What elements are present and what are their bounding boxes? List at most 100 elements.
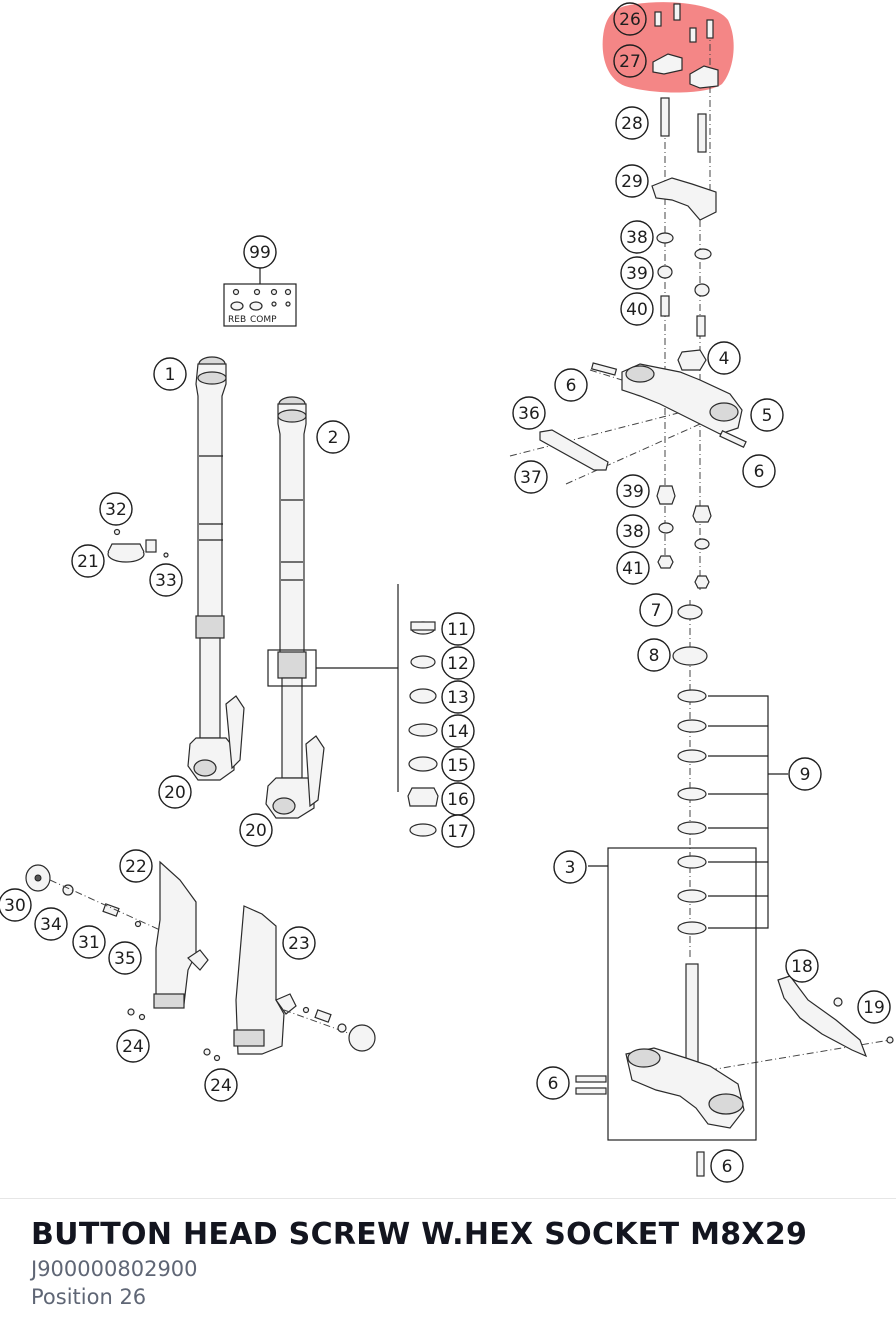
callout-label: 6 [754, 462, 765, 482]
callout-label: 31 [78, 933, 100, 953]
callout-label: 39 [622, 482, 644, 502]
plate-36[interactable] [539, 429, 609, 471]
fork-guard-22[interactable] [155, 860, 197, 1005]
callout-label: 40 [626, 300, 648, 320]
clamp-27-right[interactable] [689, 65, 719, 89]
callout-9[interactable]: 9 [788, 757, 822, 791]
callout-14[interactable]: 14 [441, 714, 475, 748]
callout-circle [785, 949, 819, 983]
callout-label: 23 [288, 934, 310, 954]
callout-circle [282, 926, 316, 960]
screw-26-group[interactable] [654, 3, 714, 43]
callout-34[interactable]: 34 [34, 907, 68, 941]
callout-layer: 26 27 28 29 38 39 40 4 6 5 36 6 37 39 38 41 7 8 9 3 18 19 6 6 99… [0, 2, 891, 1183]
steering-stem[interactable] [685, 963, 699, 1065]
callout-circle [620, 292, 654, 326]
callout-22[interactable]: 22 [119, 849, 153, 883]
callout-circle [553, 850, 587, 884]
steering-assembly [509, 3, 894, 1177]
callout-6b[interactable]: 6 [742, 454, 776, 488]
callout-38a[interactable]: 38 [620, 220, 654, 254]
callout-circle [514, 460, 548, 494]
callout-label: 16 [447, 790, 469, 810]
fork-leg-1[interactable] [187, 356, 245, 781]
callout-19[interactable]: 19 [857, 990, 891, 1024]
callout-3[interactable]: 3 [553, 850, 587, 884]
callout-circle [710, 1149, 744, 1183]
callout-15[interactable]: 15 [441, 748, 475, 782]
callout-label: 18 [791, 957, 813, 977]
callout-label: 20 [164, 783, 186, 803]
callout-39a[interactable]: 39 [620, 256, 654, 290]
callout-24b[interactable]: 24 [204, 1068, 238, 1102]
callout-circle [239, 813, 273, 847]
callout-circle [613, 2, 647, 36]
callout-4[interactable]: 4 [707, 341, 741, 375]
callout-circle [34, 907, 68, 941]
callout-12[interactable]: 12 [441, 646, 475, 680]
bracket-18[interactable] [777, 975, 868, 1058]
callout-28[interactable]: 28 [615, 106, 649, 140]
callout-24a[interactable]: 24 [116, 1029, 150, 1063]
callout-11[interactable]: 11 [441, 612, 475, 646]
callout-23[interactable]: 23 [282, 926, 316, 960]
callout-circle [857, 990, 891, 1024]
callout-16[interactable]: 16 [441, 782, 475, 816]
callout-39b[interactable]: 39 [616, 474, 650, 508]
callout-27[interactable]: 27 [613, 44, 647, 78]
callout-31[interactable]: 31 [72, 925, 106, 959]
callout-label: 13 [447, 688, 469, 708]
callout-35[interactable]: 35 [108, 941, 142, 975]
callout-8[interactable]: 8 [637, 638, 671, 672]
callout-label: 21 [77, 552, 99, 572]
callout-33[interactable]: 33 [149, 563, 183, 597]
callout-20a[interactable]: 20 [158, 775, 192, 809]
callout-label: 30 [4, 896, 26, 916]
callout-label: 3 [565, 858, 576, 878]
callout-40[interactable]: 40 [620, 292, 654, 326]
callout-18[interactable]: 18 [785, 949, 819, 983]
callout-circle [616, 474, 650, 508]
callout-13[interactable]: 13 [441, 680, 475, 714]
callout-label: 35 [114, 949, 136, 969]
callout-32[interactable]: 32 [99, 492, 133, 526]
callout-1[interactable]: 1 [153, 357, 187, 391]
callout-17[interactable]: 17 [441, 814, 475, 848]
callout-20b[interactable]: 20 [239, 813, 273, 847]
callout-37[interactable]: 37 [514, 460, 548, 494]
fork-guard-23[interactable] [235, 905, 285, 1055]
callout-label: 6 [548, 1074, 559, 1094]
callout-6c[interactable]: 6 [536, 1066, 570, 1100]
callout-29[interactable]: 29 [615, 164, 649, 198]
callout-38b[interactable]: 38 [616, 514, 650, 548]
callout-5[interactable]: 5 [750, 398, 784, 432]
callout-36[interactable]: 36 [512, 396, 546, 430]
clamp-27-left[interactable] [652, 53, 683, 75]
handlebar-clamp-29[interactable] [651, 177, 717, 221]
callout-41[interactable]: 41 [616, 551, 650, 585]
callout-circle [639, 593, 673, 627]
callout-2[interactable]: 2 [316, 420, 350, 454]
callout-label: 38 [626, 228, 648, 248]
callout-label: 36 [518, 404, 540, 424]
callout-21[interactable]: 21 [71, 544, 105, 578]
callout-label: 9 [800, 765, 811, 785]
callout-circle [613, 44, 647, 78]
callout-26[interactable]: 26 [613, 2, 647, 36]
callout-6a[interactable]: 6 [554, 368, 588, 402]
callout-label: 33 [155, 571, 177, 591]
callout-label: 14 [447, 722, 469, 742]
callout-99[interactable]: 99 [243, 235, 277, 269]
callout-7[interactable]: 7 [639, 593, 673, 627]
callout-circle [0, 888, 32, 922]
callout-circle [149, 563, 183, 597]
callout-label: 6 [722, 1157, 733, 1177]
callout-6d[interactable]: 6 [710, 1149, 744, 1183]
callout-label: 39 [626, 264, 648, 284]
callout-circle [616, 514, 650, 548]
callout-circle [637, 638, 671, 672]
fork-leg-2[interactable] [265, 396, 325, 819]
callout-30[interactable]: 30 [0, 888, 32, 922]
callout-circle [620, 220, 654, 254]
callout-label: 38 [622, 522, 644, 542]
